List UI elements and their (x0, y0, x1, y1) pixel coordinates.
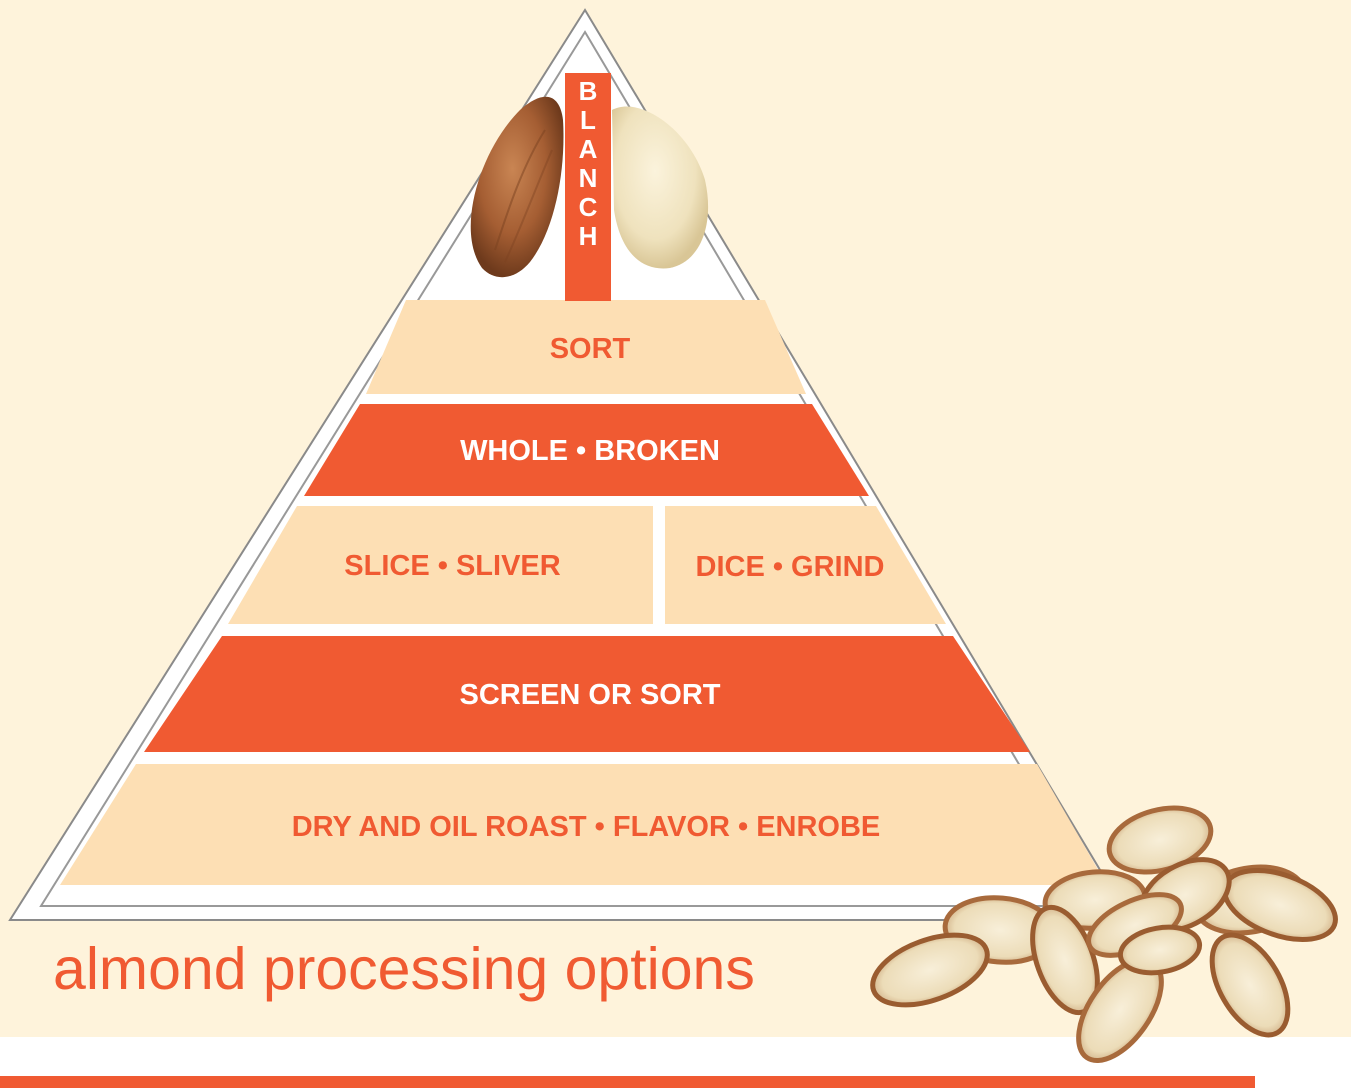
tier-slice-sliver (228, 506, 653, 624)
tier-sort-label: SORT (549, 333, 631, 365)
sliced-almonds-image (870, 805, 1338, 1064)
tier-dice-grind (665, 506, 946, 624)
blanched-almond-image (612, 106, 709, 269)
blanch-letter: H (578, 221, 598, 251)
diagram-caption: almond processing options (53, 936, 755, 1002)
blanch-letter: A (578, 134, 598, 164)
tier-whole-broken-label: WHOLE • BROKEN (460, 435, 720, 467)
tier-roast-flavor-enrobe (60, 764, 1107, 885)
tier-roast-flavor-enrobe-label: DRY AND OIL ROAST • FLAVOR • ENROBE (291, 811, 881, 843)
blanch-letter: L (580, 105, 596, 135)
tier-whole-broken (304, 404, 869, 496)
blanch-letter: B (578, 76, 598, 106)
accent-bar (0, 1076, 1255, 1088)
whole-almond-image (470, 96, 564, 278)
blanch-letter: N (578, 163, 598, 193)
tier-screen-or-sort (144, 636, 1030, 752)
tier-blanch: B L A N C H (565, 73, 611, 301)
tier-dice-grind-label: DICE • GRIND (695, 551, 885, 583)
tier-slice-sliver-label: SLICE • SLIVER (344, 550, 561, 582)
blanch-letter: C (578, 192, 598, 222)
tier-screen-or-sort-label: SCREEN OR SORT (459, 679, 721, 711)
tier-sort (366, 300, 806, 394)
